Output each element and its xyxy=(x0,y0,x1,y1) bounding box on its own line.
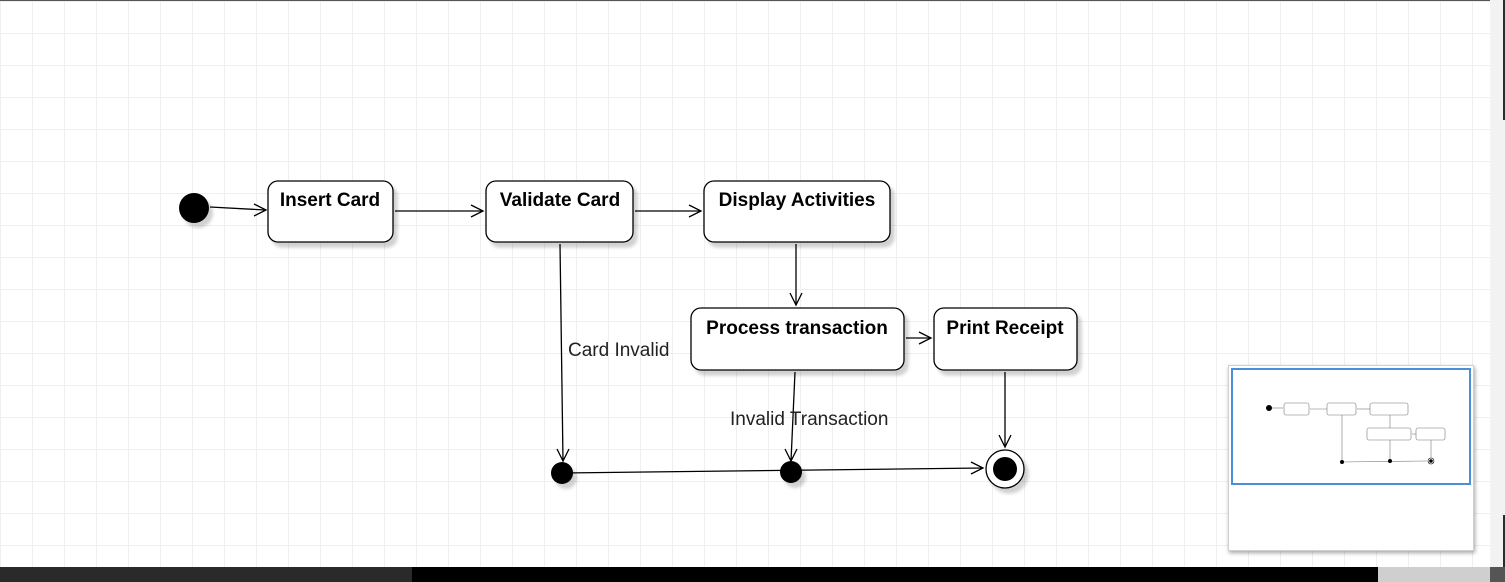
arrowhead xyxy=(688,204,703,218)
edges xyxy=(209,203,1012,475)
edge-card-invalid[interactable] xyxy=(559,243,564,462)
final-node[interactable] xyxy=(985,449,1025,489)
arrowhead xyxy=(556,448,570,463)
edge-start-to-insert-card[interactable] xyxy=(209,206,266,211)
minimap-viewport[interactable] xyxy=(1231,368,1471,485)
vertical-scrollbar-thumb-top[interactable] xyxy=(1490,0,1505,120)
outline-minimap[interactable] xyxy=(1228,365,1474,551)
label-card-invalid: Card Invalid xyxy=(568,340,669,361)
label-validate-card: Validate Card xyxy=(500,190,620,211)
vertical-scrollbar[interactable] xyxy=(1490,0,1505,567)
diagram-canvas[interactable] xyxy=(0,0,1490,568)
horizontal-scrollbar[interactable] xyxy=(0,567,1505,582)
horizontal-scrollbar-track[interactable] xyxy=(1378,567,1505,582)
arrowhead xyxy=(789,292,803,307)
action-display-activities[interactable]: Display Activities xyxy=(703,180,891,243)
horizontal-scrollbar-thumb[interactable] xyxy=(412,567,1378,582)
junction-node-1[interactable] xyxy=(551,462,573,484)
arrowhead xyxy=(253,203,268,217)
action-print-receipt[interactable]: Print Receipt xyxy=(933,307,1078,371)
edge-junction-to-end[interactable] xyxy=(562,467,984,474)
label-process-transaction: Process transaction xyxy=(706,318,888,339)
arrowhead xyxy=(970,461,985,475)
action-insert-card[interactable]: Insert Card xyxy=(267,180,394,243)
label-invalid-transaction: Invalid Transaction xyxy=(730,409,888,430)
junction-node-2[interactable] xyxy=(780,461,802,483)
label-print-receipt: Print Receipt xyxy=(946,318,1064,339)
label-display-activities: Display Activities xyxy=(719,190,876,211)
initial-node[interactable] xyxy=(179,193,209,223)
scrollbar-corner xyxy=(1490,567,1505,582)
arrowhead xyxy=(918,331,933,345)
vertical-scrollbar-thumb-bottom[interactable] xyxy=(1490,515,1505,567)
activity-diagram: Insert Card Validate Card Display Activi… xyxy=(179,180,1078,489)
arrowhead xyxy=(998,434,1012,449)
edge-invalid-transaction[interactable] xyxy=(790,371,796,462)
minimap-preview xyxy=(1266,402,1446,465)
label-insert-card: Insert Card xyxy=(280,190,380,211)
arrowhead xyxy=(470,204,485,218)
action-validate-card[interactable]: Validate Card xyxy=(485,180,634,243)
vertical-scrollbar-track[interactable] xyxy=(1491,0,1504,567)
action-process-transaction[interactable]: Process transaction xyxy=(690,307,905,371)
